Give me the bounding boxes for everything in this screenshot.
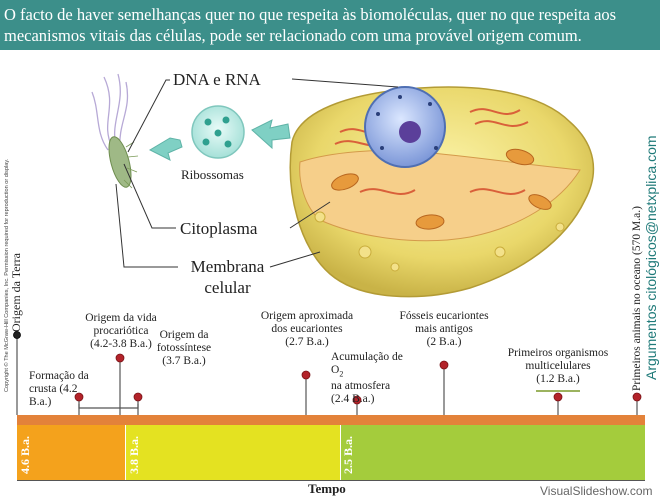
header-text: O facto de haver semelhanças quer no que… (4, 5, 617, 45)
era-bar-orange (17, 425, 125, 480)
era-label-2: 3.8 B.a. (127, 435, 141, 474)
era-divider-1 (125, 425, 126, 480)
bracket-prokaryote (78, 404, 139, 409)
pin-fossils (439, 360, 449, 370)
label-cytoplasm: Citoplasma (180, 219, 258, 238)
event-earth-origin: Origem da Terra (9, 253, 24, 332)
event-eukaryote: Origem aproximada dos eucariontes (2.7 B… (257, 310, 357, 349)
nuclear-pores (376, 95, 438, 150)
cell-illustration (91, 73, 595, 298)
event-crust-label: Formação da crusta (29, 370, 89, 395)
nucleolus (399, 121, 421, 143)
event-eukaryote-label: Origem aproximada dos eucariontes (260, 310, 354, 335)
pin-oxygen (352, 395, 362, 405)
event-fossils-date: (2 B.a.) (426, 336, 462, 348)
event-fossils-label: Fósseis eucariontes mais antigos (399, 310, 489, 335)
event-animals: Primeiros animais no oceano (570 M.a.) (631, 206, 643, 391)
arrow-left (148, 137, 183, 161)
pin-crust (74, 392, 84, 402)
leader-lines (115, 78, 399, 268)
event-multicellular: Primeiros organismos multicelulares (1.2… (500, 347, 616, 386)
timeline-pins (13, 331, 642, 415)
pin-prokaryote (115, 353, 125, 363)
event-photosynthesis-label: Origem da fotossíntese (156, 329, 212, 354)
era-bar-green (340, 425, 645, 480)
event-multicellular-label: Primeiros organismos multicelulares (507, 347, 609, 372)
event-oxygen-tail: na atmosfera (331, 380, 391, 393)
event-oxygen-date: (2.4 B.a.) (331, 393, 375, 406)
event-photosynthesis-date: (3.7 B.a.) (162, 355, 206, 367)
timeline-axis-line (17, 480, 645, 481)
event-oxygen-sub: 2 (339, 369, 344, 379)
pin-animals (632, 392, 642, 402)
event-prokaryote-date: (4.2-3.8 B.a.) (90, 338, 152, 350)
pin-multicellular (553, 392, 563, 402)
ribosome-dots (202, 116, 232, 148)
vesicles (314, 211, 565, 272)
event-multicellular-date: (1.2 B.a.) (536, 373, 580, 385)
event-prokaryote-label: Origem da vida procariótica (85, 312, 157, 337)
event-earth-origin-label: Origem da Terra (9, 253, 23, 332)
event-crust-date: (4.2 B.a.) (29, 383, 78, 408)
event-fossils: Fósseis eucariontes mais antigos (2 B.a.… (396, 310, 492, 349)
footer-watermark: VisualSlideshow.com (540, 484, 653, 498)
pin-photosynthesis (133, 392, 143, 402)
event-photosynthesis: Origem da fotossíntese (3.7 B.a.) (150, 329, 218, 368)
prokaryote-cell (108, 136, 132, 188)
arrow-right (251, 119, 291, 150)
timeline-top-bar (17, 415, 645, 425)
mitochondria (331, 148, 552, 230)
era-divider-2 (340, 425, 341, 480)
prokaryote-flagella (91, 73, 129, 151)
event-eukaryote-date: (2.7 B.a.) (285, 336, 329, 348)
era-label-1: 4.6 B.a. (18, 435, 32, 474)
timeline-axis-label: Tempo (308, 481, 346, 496)
event-oxygen: Acumulação de O2 na atmosfera (2.4 B.a.) (331, 351, 411, 406)
era-label-3: 2.5 B.a. (341, 435, 355, 474)
pin-earth (13, 331, 21, 339)
era-bar-yellow (125, 425, 340, 480)
label-dna-rna: DNA e RNA (173, 70, 261, 89)
header-banner: O facto de haver semelhanças quer no que… (0, 0, 660, 50)
label-membrane: Membrana celular (190, 257, 265, 297)
event-animals-label: Primeiros animais no oceano (570 M.a.) (631, 206, 643, 391)
pin-eukaryote (301, 370, 311, 380)
event-prokaryote: Origem da vida procariótica (4.2-3.8 B.a… (78, 312, 164, 351)
label-ribosomes: Ribossomas (181, 167, 244, 182)
event-crust: Formação da crusta (4.2 B.a.) (29, 370, 89, 409)
event-oxygen-label: Acumulação de O (331, 351, 403, 376)
